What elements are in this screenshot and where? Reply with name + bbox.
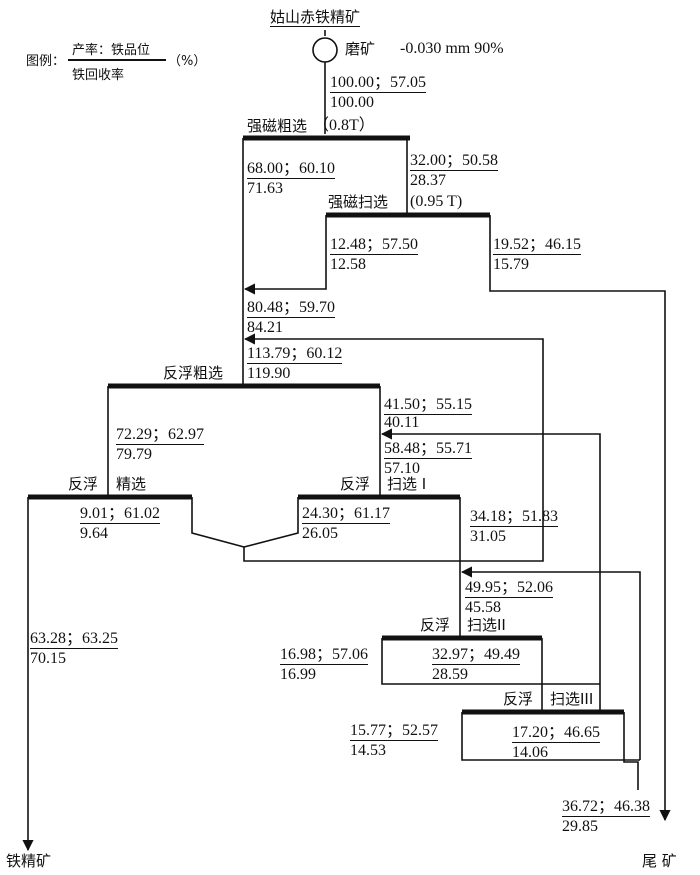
final-tail-yg: 36.72；46.38 [562,798,651,817]
scav2-sink-line [381,638,600,685]
rough-sink-rec: 79.79 [116,446,152,463]
scav3-froth-yg: 17.20；46.65 [512,724,601,743]
legend-bottom: 铁回收率 [72,68,125,83]
cleaner-name-2: 精选 [116,475,147,493]
rough-froth-yg: 41.50；55.15 [384,396,473,415]
scav1-name-2: 扫选 I [387,475,427,493]
recycle-to-rougher-line [243,333,544,545]
legend-unit: （%） [168,54,207,69]
grinding-spec: -0.030 mm 90% [400,40,504,57]
mag-rough-tail-rec: 28.37 [410,172,446,189]
mag-scav-conc-rec: 12.58 [330,256,366,273]
cleaner-froth-line [191,497,245,548]
grinding-circle [312,37,338,63]
scav2-name-1: 反浮 [420,616,451,634]
final-tail-rec: 29.85 [562,818,598,835]
flot-feed-yg: 113.79；60.12 [247,345,343,364]
scav1-sink-line [243,497,299,548]
recycle-scav2-line [380,428,601,710]
mag-scav-param: (0.95 T) [410,193,463,210]
scav1-feed-yg: 58.48；55.71 [384,440,473,459]
mag-scav-tail-rec: 15.79 [493,256,529,273]
combined-return-line [243,545,544,562]
scav3-froth-rec: 14.06 [512,744,548,761]
clean-froth-yg: 9.01；61.02 [80,505,161,524]
combined-mag-rec: 84.21 [247,319,283,336]
scav2-feed-yg: 49.95；52.06 [465,579,554,598]
scav1-feed-rec: 57.10 [384,460,420,477]
final-conc-yg: 63.28；63.25 [30,630,119,649]
scav2-sink-yg: 16.98；57.06 [280,646,369,665]
scav1-name-1: 反浮 [340,475,371,493]
feed-rec: 100.00 [330,94,374,111]
mag-rough-conc-yg: 68.00；60.10 [247,160,336,179]
mag-scav-conc-yg: 12.48；57.50 [330,236,419,255]
cleaner-name-1: 反浮 [68,475,99,493]
legend-prefix: 图例： [26,54,66,69]
scav1-froth-rec: 31.05 [470,528,506,545]
product-concentrate: 铁精矿 [6,852,52,870]
flot-rough-name: 反浮粗选 [163,364,224,382]
scav3-name-1: 反浮 [503,690,534,708]
feed-yg: 100.00；57.05 [330,74,427,93]
scav3-sink-yg: 15.77；52.57 [350,722,439,741]
mag-rough-tail-yg: 32.00；50.58 [410,152,499,171]
rough-sink-yg: 72.29；62.97 [116,426,205,445]
mag-scav-conc-line [243,215,327,295]
scav1-sink-rec: 26.05 [302,525,338,542]
feed-title: 姑山赤铁精矿 [270,8,361,27]
scav3-sink-rec: 14.53 [350,742,386,759]
scav1-froth-yg: 34.18；51.83 [470,508,559,527]
combined-mag-yg: 80.48；59.70 [247,299,336,318]
scav2-feed-rec: 45.58 [465,599,501,616]
scav3-name-2: 扫选III [550,690,594,708]
scav3-sink-line [461,712,640,761]
clean-froth-rec: 9.64 [80,525,108,542]
flot-feed-rec: 119.90 [247,365,291,382]
legend-top: 产率：铁品位 [72,43,151,58]
mag-rough-param: （0.8T） [313,117,375,134]
scav2-froth-yg: 32.97；49.49 [432,646,521,665]
scav2-name-2: 扫选II [467,616,506,634]
mag-scav-tail-line [489,215,671,822]
mag-rough-name: 强磁粗选 [247,117,308,135]
mag-scav-tail-yg: 19.52；46.15 [493,236,582,255]
mag-rough-conc-rec: 71.63 [247,180,283,197]
rough-froth-rec: 40.11 [384,414,420,431]
grinding-label: 磨矿 [345,40,376,58]
mag-scav-name: 强磁扫选 [328,193,389,211]
scav3-froth-line [623,712,639,790]
scav2-froth-rec: 28.59 [432,666,468,683]
product-tailings: 尾 矿 [642,852,677,870]
recycle-scav3-line [460,566,641,760]
final-conc-rec: 70.15 [30,650,66,667]
scav1-sink-yg: 24.30；61.17 [302,505,391,524]
scav2-sink-rec: 16.99 [280,666,316,683]
